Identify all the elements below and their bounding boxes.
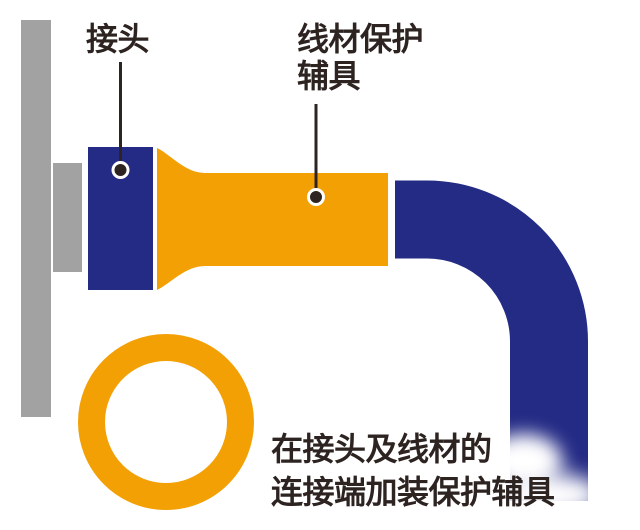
protection-sleeve-funnel [157,148,388,290]
connector-label: 接头 [86,21,150,57]
caption-line1: 在接头及线材的 [271,431,492,467]
caption-line2: 连接端加装保护辅具 [271,474,555,510]
panel-bar-main [21,20,51,417]
cable-elbow [395,180,588,501]
blur-patch [490,473,602,517]
protector-label-line2: 辅具 [297,58,361,94]
protector-callout-dot-icon [307,188,325,206]
protector-label-line1: 线材保护 [297,21,424,57]
connector-callout-dot-icon [111,161,130,179]
panel-bar-secondary [53,163,82,272]
protector-label: 线材保护 辅具 [297,21,424,95]
caption-text: 在接头及线材的 连接端加装保护辅具 [271,428,555,514]
protection-ring [78,334,254,510]
